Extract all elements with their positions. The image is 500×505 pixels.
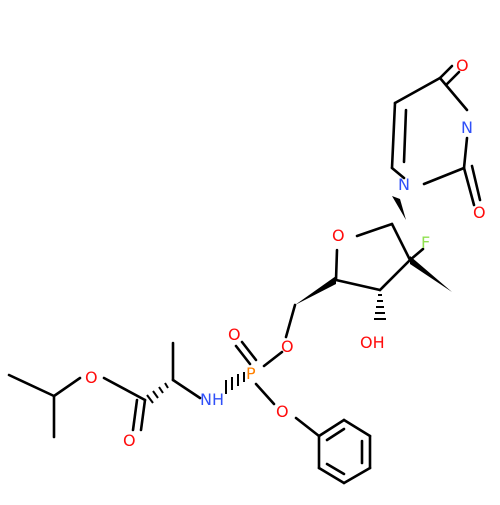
atom-p: P bbox=[246, 364, 256, 383]
atom-n-amide: N bbox=[200, 390, 212, 409]
phosphoramidate bbox=[225, 340, 321, 438]
atom-h-on-n: H bbox=[212, 390, 224, 409]
atom-labels: O N O N O F O O OH O N H P O O bbox=[85, 56, 486, 450]
atom-o-carbonyl-right: O bbox=[473, 203, 486, 222]
atom-oh: OH bbox=[360, 333, 385, 352]
alanine-ester bbox=[7, 341, 202, 439]
atom-o-carbonyl-top: O bbox=[456, 56, 469, 75]
phenyl-ring bbox=[317, 418, 372, 485]
atom-n3: N bbox=[461, 118, 473, 137]
atom-o-ester-link: O bbox=[281, 337, 294, 356]
uracil-ring bbox=[390, 64, 482, 207]
atom-o-alkyl: O bbox=[85, 368, 98, 387]
sugar-ring bbox=[284, 196, 452, 339]
atom-o-phenoxy: O bbox=[276, 402, 289, 421]
atom-n1: N bbox=[398, 175, 410, 194]
atom-o-ring: O bbox=[332, 226, 345, 245]
atom-o-phosphoryl: O bbox=[228, 325, 241, 344]
atom-o-ester-carbonyl: O bbox=[123, 431, 136, 450]
atom-f: F bbox=[421, 233, 430, 252]
